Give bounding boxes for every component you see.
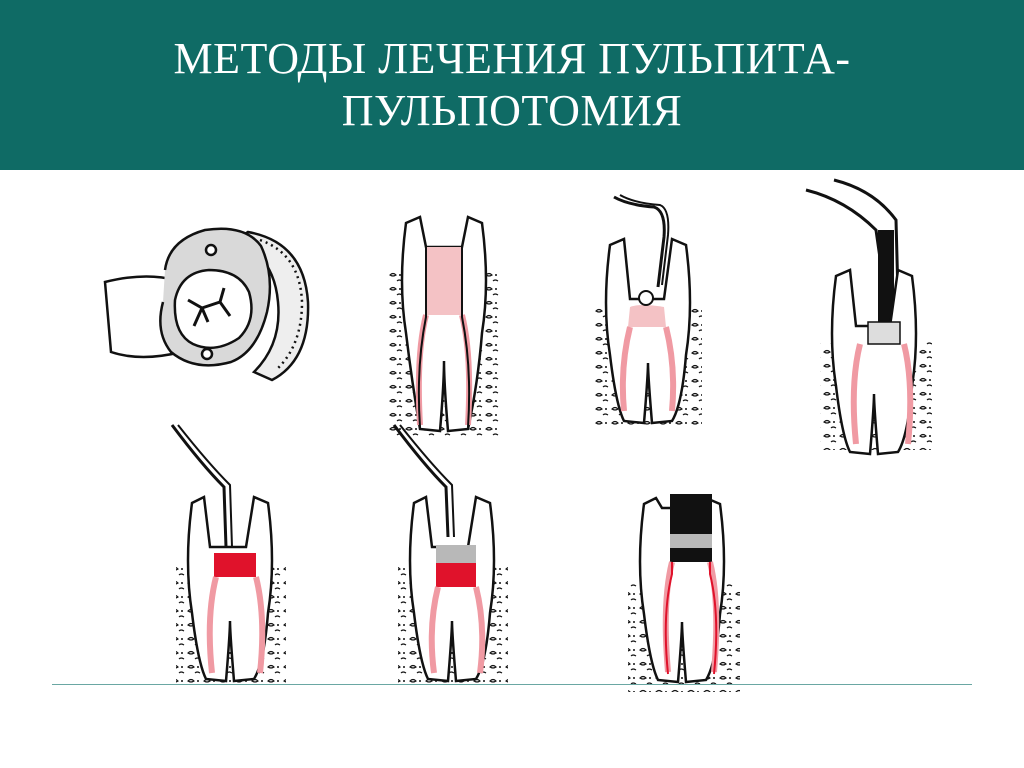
slide-title-line-1: МЕТОДЫ ЛЕЧЕНИЯ ПУЛЬПИТА-: [173, 34, 851, 83]
figure-coronal-pulp-excavation: [594, 194, 702, 425]
figure-medicament-on-stumps: [170, 424, 286, 685]
footer-divider: [52, 684, 972, 685]
title-bar: МЕТОДЫ ЛЕЧЕНИЯ ПУЛЬПИТА- ПУЛЬПОТОМИЯ: [0, 0, 1024, 170]
figure-final-restoration: [628, 494, 740, 692]
pulpotomy-illustration: [103, 178, 932, 692]
figure-liner-placement: [392, 424, 508, 685]
figure-cavity-opening: [388, 215, 500, 440]
slide-title-line-2: ПУЛЬПОТОМИЯ: [341, 86, 683, 135]
figure-rubber-dam-isolation: [103, 227, 310, 382]
figure-bur-pulp-amputation: [805, 178, 932, 456]
